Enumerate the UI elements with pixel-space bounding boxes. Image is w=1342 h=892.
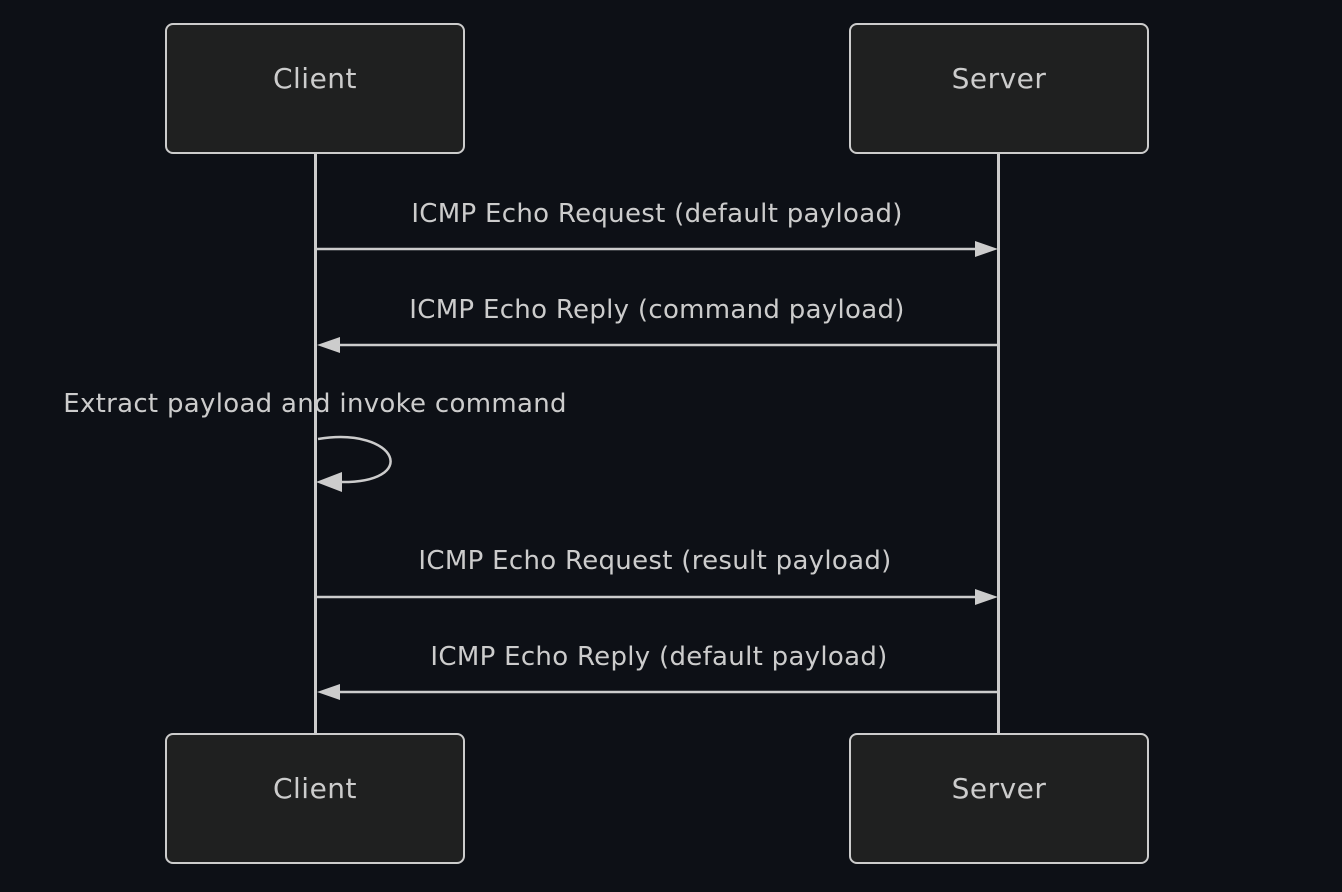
actor-box-server-top: Server [849, 23, 1149, 154]
actor-label-client: Client [272, 62, 358, 95]
message-label-echo-request-result: ICMP Echo Request (result payload) [418, 546, 892, 576]
actor-label-server: Server [951, 772, 1047, 805]
actor-label-client: Client [272, 772, 358, 805]
actor-box-server-bottom: Server [849, 733, 1149, 864]
message-label-echo-reply-command: ICMP Echo Reply (command payload) [409, 295, 905, 325]
self-loop-path [317, 435, 392, 484]
arrowhead-left-2 [317, 337, 340, 353]
message-label-echo-request-default: ICMP Echo Request (default payload) [411, 199, 903, 229]
actor-label-server: Server [951, 62, 1047, 95]
message-label-extract-payload: Extract payload and invoke command [63, 389, 567, 419]
arrowhead-left-4 [317, 684, 340, 700]
actor-box-client-bottom: Client [165, 733, 465, 864]
arrowhead-self-loop [316, 472, 342, 492]
message-label-echo-reply-default: ICMP Echo Reply (default payload) [430, 642, 888, 672]
actor-box-client-top: Client [165, 23, 465, 154]
arrowhead-right-1 [975, 241, 998, 257]
arrowhead-right-3 [975, 589, 998, 605]
